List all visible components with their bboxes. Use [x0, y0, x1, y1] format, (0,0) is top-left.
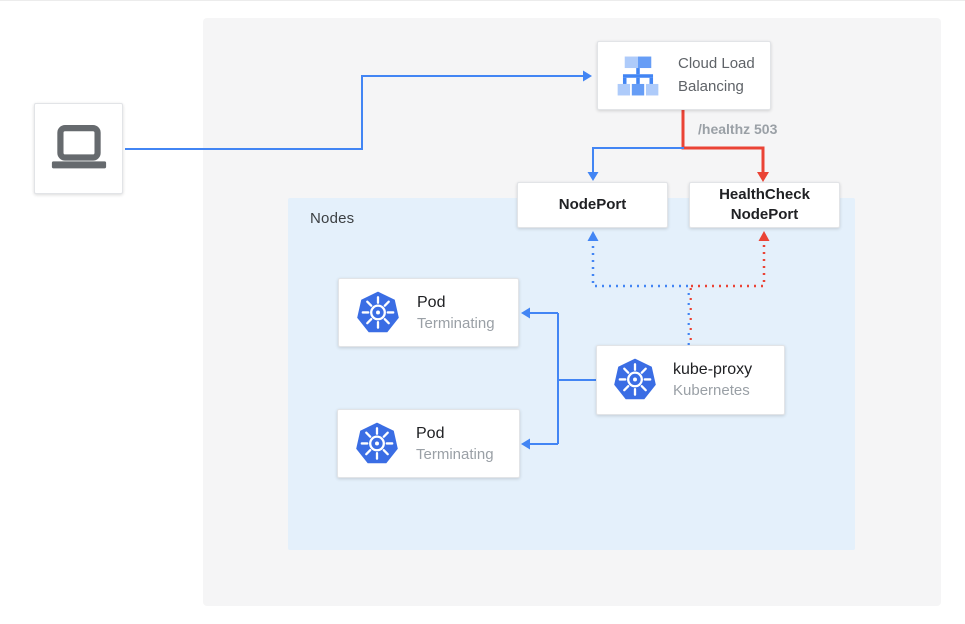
kubernetes-icon [355, 420, 399, 467]
kube-proxy-subtitle: Kubernetes [673, 382, 750, 400]
nodeport-label: NodePort [558, 195, 627, 213]
pod-2-text: Pod Terminating [416, 422, 494, 465]
pod-1-status: Terminating [417, 314, 495, 332]
pod-2-status: Terminating [416, 445, 494, 463]
clb-label-line2: Balancing [678, 77, 744, 95]
healthcheck-label-line1: HealthCheck [719, 185, 810, 203]
nodeport-node: NodePort [517, 182, 668, 228]
kube-proxy-node: kube-proxy Kubernetes [596, 345, 785, 415]
pod-node-1: Pod Terminating [338, 278, 519, 347]
nodes-panel-label: Nodes [310, 210, 355, 227]
cloud-load-balancing-label: Cloud Load Balancing [678, 53, 755, 98]
pod-2-title: Pod [416, 424, 445, 442]
healthz-503-label: /healthz 503 [698, 121, 778, 137]
kube-proxy-title: kube-proxy [673, 361, 753, 379]
healthcheck-nodeport-node: HealthCheck NodePort [689, 182, 840, 228]
healthcheck-nodeport-label: HealthCheck NodePort [719, 185, 810, 226]
client-laptop-node [34, 103, 123, 194]
cloud-load-balancing-node: Cloud Load Balancing [597, 41, 771, 110]
clb-label-line1: Cloud Load [678, 55, 755, 72]
kubernetes-icon [356, 289, 400, 336]
load-balancer-icon [615, 54, 661, 98]
pod-node-2: Pod Terminating [337, 409, 520, 478]
kubernetes-icon [613, 357, 657, 403]
kube-proxy-text: kube-proxy Kubernetes [673, 358, 752, 401]
pod-1-title: Pod [417, 293, 446, 311]
healthcheck-label-line2: NodePort [730, 206, 799, 223]
pod-1-text: Pod Terminating [417, 291, 495, 334]
laptop-icon [48, 124, 110, 173]
